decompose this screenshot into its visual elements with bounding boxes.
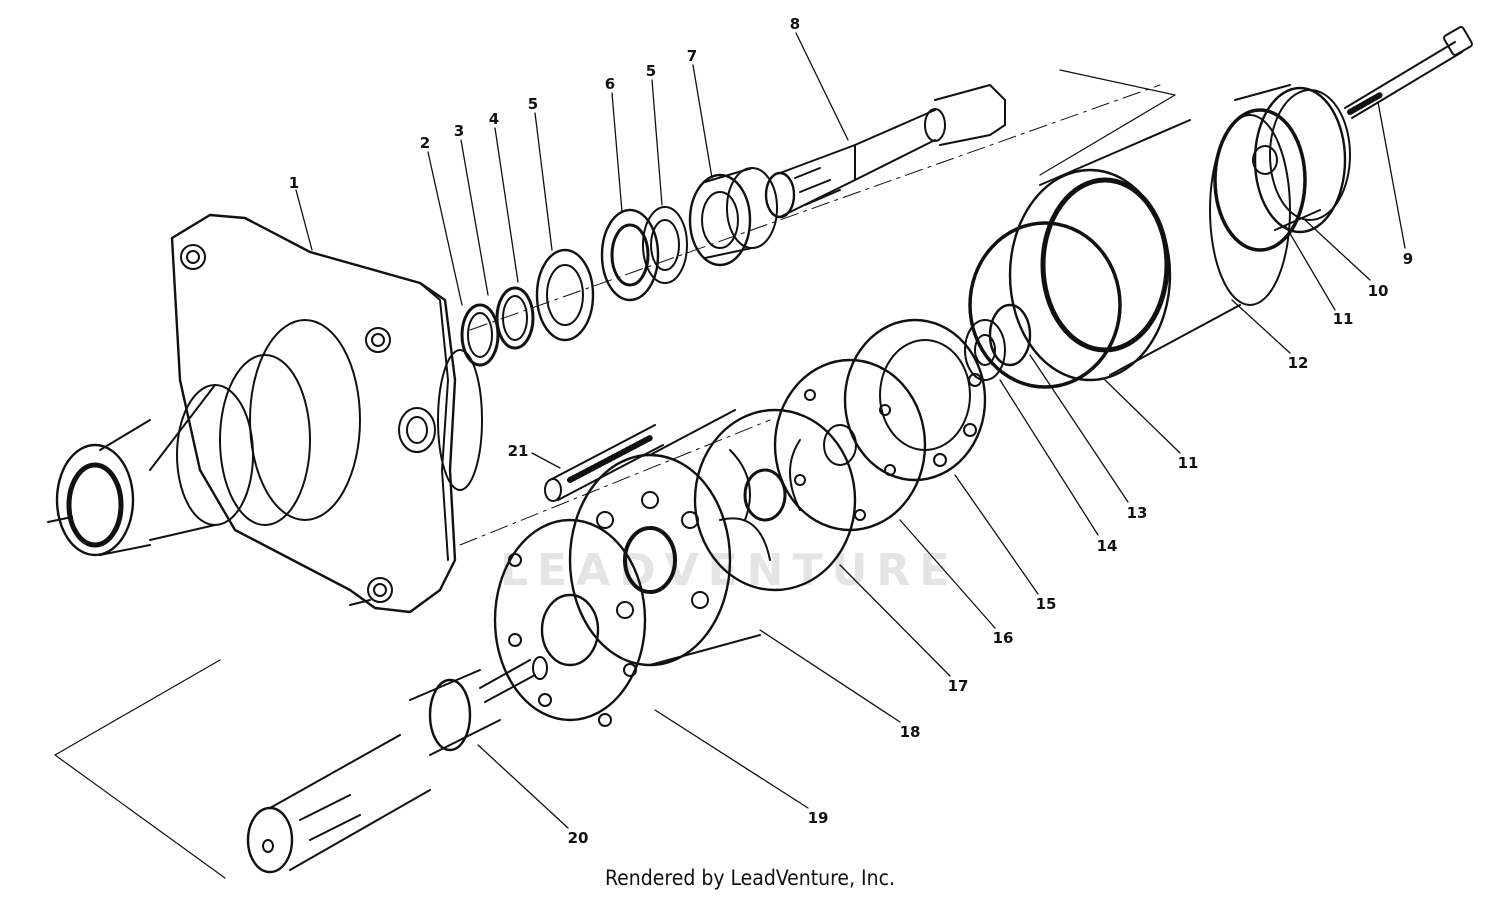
callout-21: 21 (508, 442, 529, 460)
callout-18: 18 (900, 723, 921, 741)
part-drive-shaft (246, 656, 548, 874)
part-manifold (693, 408, 857, 592)
callout-4: 4 (489, 110, 499, 128)
callout-17: 17 (948, 677, 969, 695)
callout-12: 12 (1288, 354, 1309, 372)
callout-7: 7 (687, 47, 697, 65)
callout-15: 15 (1036, 595, 1057, 613)
leader-lines (295, 32, 1406, 829)
callout-10: 10 (1368, 282, 1389, 300)
callout-11b: 11 (1178, 454, 1199, 472)
callout-9: 9 (1403, 250, 1413, 268)
axis-line-top (469, 84, 1161, 331)
axis-line-mid (459, 419, 771, 546)
callout-14: 14 (1097, 537, 1118, 555)
part-body (968, 84, 1351, 389)
callout-11a: 11 (1333, 310, 1354, 328)
callout-5a: 5 (528, 95, 538, 113)
callout-8: 8 (790, 15, 800, 33)
callout-1: 1 (289, 174, 299, 192)
part-bolt (1344, 26, 1473, 119)
callout-19: 19 (808, 809, 829, 827)
part-needle-bearing (688, 167, 778, 267)
callout-20: 20 (568, 829, 589, 847)
callout-6: 6 (605, 75, 615, 93)
callout-labels: 1 2 3 4 5 5 6 7 8 9 10 11 12 11 13 14 15… (289, 15, 1413, 847)
bracket-lower (54, 659, 226, 879)
part-seals (460, 248, 595, 367)
part-commutator (843, 318, 987, 482)
callout-2: 2 (420, 134, 430, 152)
part-housing (47, 213, 483, 614)
callout-13: 13 (1127, 504, 1148, 522)
part-wear-plate (493, 518, 647, 727)
part-gerotor (568, 409, 761, 667)
callout-16: 16 (993, 629, 1014, 647)
callout-5b: 5 (646, 62, 656, 80)
callout-3: 3 (454, 122, 464, 140)
part-output-shaft (764, 84, 1006, 219)
bracket-upper (1039, 69, 1176, 176)
part-stud (544, 424, 664, 502)
part-spacers (964, 303, 1032, 381)
part-ball-bearing (600, 206, 688, 302)
rendered-by-credit: Rendered by LeadVenture, Inc. (605, 866, 895, 890)
